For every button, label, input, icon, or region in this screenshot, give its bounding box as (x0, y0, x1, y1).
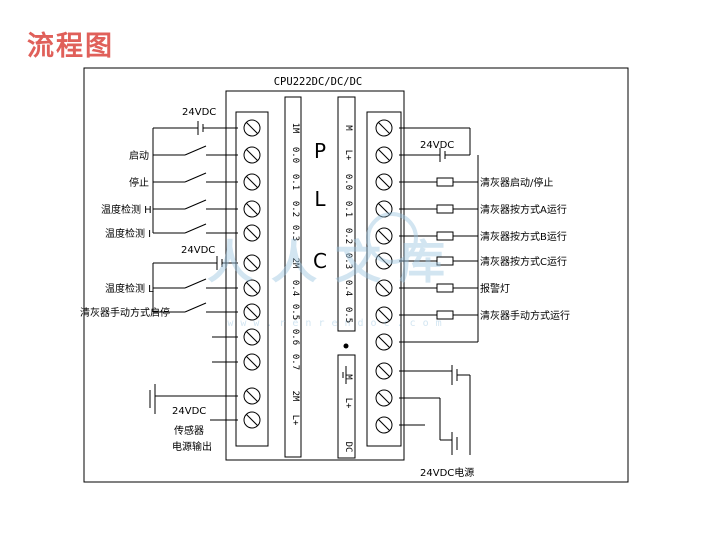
right-terminal-label-2: 0.0 (343, 174, 353, 190)
right-terminal-screw-5 (375, 252, 393, 270)
left-terminal-screw-3 (243, 200, 261, 218)
right-terminal-screw-10 (375, 389, 393, 407)
output-q00-label: 清灰器启动/停止 (480, 176, 553, 189)
power-supply-label: 24VDC电源 (420, 466, 474, 479)
output-q05-label: 清灰器手动方式运行 (480, 309, 570, 322)
left-terminal-screw-10 (243, 387, 261, 405)
input-stop-label: 停止 (129, 176, 149, 189)
right-terminal-screw-9 (375, 362, 393, 380)
supply-top-label: 24VDC (182, 107, 216, 118)
left-terminal-label-9: 0.7 (290, 354, 300, 370)
left-terminal-screw-0 (243, 119, 261, 137)
left-terminal-label-3: 0.2 (290, 201, 300, 217)
diagram-frame (83, 67, 629, 483)
right-terminal-label-11: L+ (343, 398, 353, 409)
slide-title: 流程图 (27, 31, 114, 62)
left-terminal-label-1: 0.0 (290, 147, 300, 163)
left-terminal-label-8: 0.6 (290, 329, 300, 345)
plc-letter-c: C (313, 249, 327, 273)
right-terminal-screw-1 (375, 146, 393, 164)
left-terminal-screw-11 (243, 411, 261, 429)
left-terminal-screw-6 (243, 279, 261, 297)
sensor-supply-label-line3: 电源输出 (172, 440, 212, 453)
right-terminal-label-1: L+ (343, 150, 353, 161)
output-q01-label: 清灰器按方式A运行 (480, 203, 567, 216)
left-terminal-label-7: 0.5 (290, 304, 300, 320)
left-terminal-screw-4 (243, 224, 261, 242)
input-wiring (149, 121, 238, 421)
watermark-logo: 人人文库 (207, 235, 463, 289)
plc-status-dot (343, 343, 349, 349)
right-terminal-screw-2 (375, 173, 393, 191)
right-terminal-label-0: M (343, 125, 353, 131)
right-terminal-screw-11 (375, 416, 393, 434)
right-terminal-screw-7 (375, 306, 393, 324)
left-terminal-label-11: L+ (290, 415, 300, 426)
plc-body (225, 90, 405, 461)
output-q03-label: 清灰器按方式C运行 (480, 255, 567, 268)
input-temp-i-label: 温度检测 I (105, 227, 151, 240)
left-terminal-screw-5 (243, 254, 261, 272)
left-label-strip (284, 96, 302, 458)
right-terminal-label-5: 0.3 (343, 253, 353, 269)
right-terminal-label-3: 0.1 (343, 201, 353, 217)
left-terminal-screw-9 (243, 353, 261, 371)
right-terminal-label-12: DC (343, 442, 353, 453)
watermark: 人人文库 www.renrendoc.com (207, 212, 463, 329)
right-terminal-screw-4 (375, 227, 393, 245)
right-terminal-screw-0 (375, 119, 393, 137)
input-temp-l-label: 温度检测 L (105, 282, 154, 295)
left-terminal-label-0: 1M (290, 123, 300, 134)
left-terminal-label-6: 0.4 (290, 280, 300, 296)
output-supply-label: 24VDC (420, 140, 454, 151)
left-terminal-screw-2 (243, 173, 261, 191)
plc-letter-l: L (314, 187, 326, 211)
left-terminal-label-2: 0.1 (290, 174, 300, 190)
left-terminal-label-5: 2M (290, 258, 300, 269)
right-label-strip (337, 96, 356, 332)
right-terminal-block (366, 111, 402, 447)
right-terminal-label-6: 0.4 (343, 280, 353, 296)
watermark-url: www.renrendoc.com (227, 318, 448, 329)
watermark-ring (366, 212, 418, 264)
terminal-screws (243, 119, 393, 434)
plc-letter-p: P (314, 139, 326, 163)
plc-model-label: CPU222DC/DC/DC (274, 76, 363, 88)
left-terminal-label-10: 2M (290, 391, 300, 402)
right-terminal-screw-3 (375, 200, 393, 218)
right-label-strip-lower (337, 354, 356, 459)
output-wiring (342, 127, 479, 455)
right-terminal-label-10: M (343, 374, 353, 380)
left-terminal-screw-8 (243, 328, 261, 346)
input-temp-h-label: 温度检测 H (101, 203, 152, 216)
left-terminal-label-4: 0.3 (290, 225, 300, 241)
sensor-supply-label-line2: 传感器 (174, 424, 204, 437)
input-start-label: 启动 (129, 149, 149, 162)
right-terminal-label-4: 0.2 (343, 228, 353, 244)
right-terminal-screw-8 (375, 333, 393, 351)
left-terminal-block (235, 111, 269, 447)
sensor-supply-label: 24VDC (172, 406, 206, 417)
right-terminal-screw-6 (375, 279, 393, 297)
input-manual-label: 清灰器手动方式启停 (80, 306, 170, 319)
output-q02-label: 清灰器按方式B运行 (480, 230, 567, 243)
output-q04-label: 报警灯 (480, 282, 510, 295)
supply-mid-label: 24VDC (181, 245, 215, 256)
terminal-labels: 1M 0.0 0.1 0.2 0.3 2M 0.4 0.5 0.6 0.7 2M L+ M L+ 0.0 0.… (290, 123, 353, 453)
right-terminal-label-7: 0.5 (343, 307, 353, 323)
left-terminal-screw-7 (243, 303, 261, 321)
left-terminal-screw-1 (243, 146, 261, 164)
